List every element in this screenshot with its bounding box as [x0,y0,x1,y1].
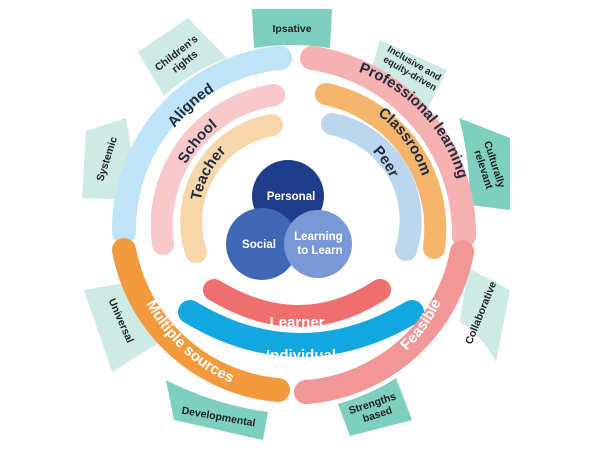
tab-developmental [166,380,268,440]
tab-culturally-relevant [459,118,510,210]
arc-learner [203,279,391,327]
tab-strengths-based [338,378,412,436]
label-ipsative: Ipsative [272,23,311,35]
arc-peer [321,113,422,261]
label-personal: Personal [267,191,316,203]
label-social: Social [242,239,276,251]
ring-arcs [111,46,477,404]
label-learner: Learner [269,314,324,331]
tab-childrens-rights [138,18,227,96]
arc-classroom [315,83,447,259]
tab-universal [84,282,160,372]
label-individual: Individual [266,347,336,364]
label-learning-line-2: to Learn [297,245,342,257]
tab-inclusive [370,40,447,108]
arc-individual [178,300,424,357]
arc-professional-learning [300,46,477,248]
tab-collaborative [460,268,510,362]
arc-multiple-sources [112,238,290,402]
label-learning-to-learn: Learning to Learn [294,231,346,257]
arc-teacher [180,114,283,263]
tab-ipsative [252,9,332,48]
arc-school [150,84,285,255]
arc-feasible [294,240,474,404]
label-learning-line-1: Learning [294,231,343,243]
arc-aligned [111,46,292,244]
center-circles [226,160,352,280]
circle-learning-to-learn [284,210,352,278]
circle-social [226,208,298,280]
